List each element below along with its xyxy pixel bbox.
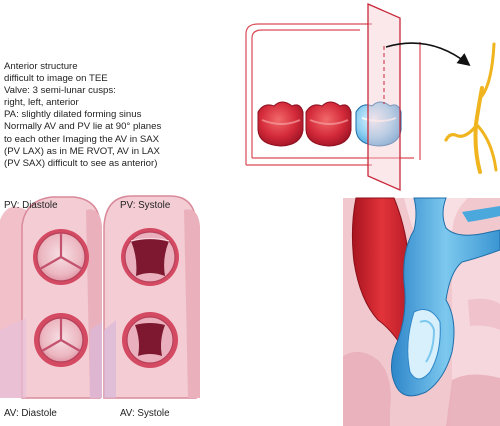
note-line: difficult to image on TEE <box>4 73 108 85</box>
label-av-diastole: AV: Diastole <box>4 408 57 419</box>
label-pv-diastole: PV: Diastole <box>4 200 58 211</box>
blue-cusp-icon <box>355 101 402 147</box>
note-line: Anterior structure <box>4 61 78 72</box>
pulmonic-valve-notes: Anterior structure difficult to image on… <box>4 61 244 170</box>
note-line: Valve: 3 semi-lunar cusps: <box>4 85 116 97</box>
aortic-valve-open-icon <box>122 312 178 368</box>
rvot-cross-section-illustration <box>343 197 500 426</box>
label-pv-systole: PV: Systole <box>120 200 171 211</box>
note-line: Normally AV and PV lie at 90° planes <box>4 121 162 133</box>
yellow-vessel-icon <box>444 42 498 174</box>
valve-systole-illustration <box>103 195 200 399</box>
pulmonic-valve-closed-icon <box>33 229 89 285</box>
note-line: PA: slightly dilated forming sinus <box>4 109 142 121</box>
pulmonic-valve-open-icon <box>121 228 179 286</box>
valve-plane-diagram <box>245 3 498 191</box>
imaging-plane-icon <box>367 3 401 191</box>
red-cusp-icon <box>257 101 304 147</box>
label-av-systole: AV: Systole <box>120 408 170 419</box>
aortic-valve-closed-icon <box>34 313 88 367</box>
note-line: to each other Imaging the AV in SAX <box>4 133 160 145</box>
note-line: (PV LAX) as in ME RVOT, AV in LAX <box>4 145 160 157</box>
red-cusp-icon <box>305 101 352 147</box>
note-line: right, left, anterior <box>4 97 79 109</box>
valve-diastole-illustration <box>0 196 102 399</box>
arrow-icon <box>385 42 471 66</box>
note-line: (PV SAX) difficult to see as anterior) <box>4 157 158 169</box>
